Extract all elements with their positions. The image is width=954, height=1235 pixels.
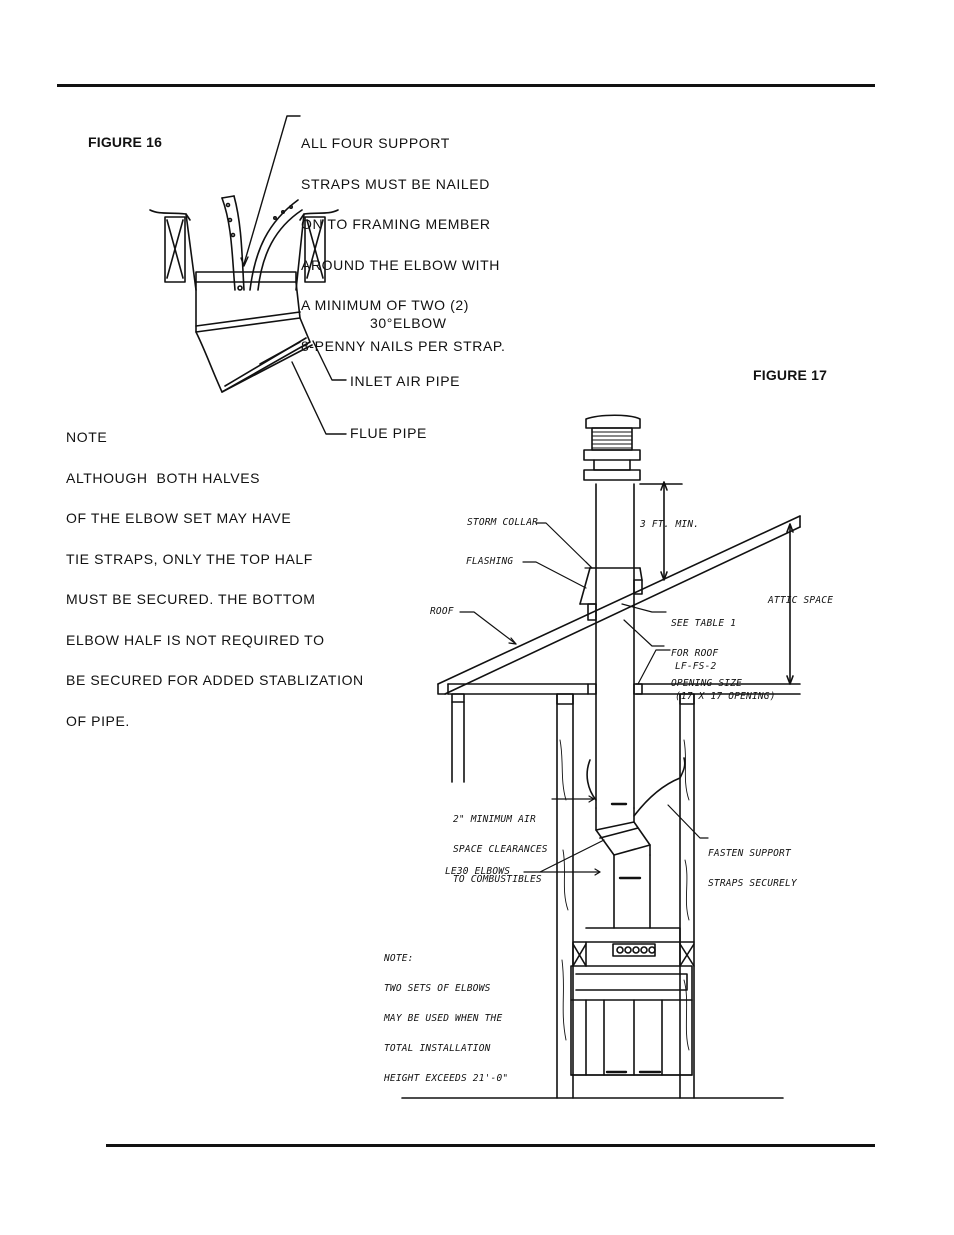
support-note-line: AROUND THE ELBOW WITH xyxy=(301,256,501,273)
three-ft-min-label: 3 FT. MIN. xyxy=(640,519,700,530)
fig17-note-line: HEIGHT EXCEEDS 21'-0" xyxy=(384,1073,509,1084)
see-table-line: SEE TABLE 1 xyxy=(671,618,737,629)
see-table-label: SEE TABLE 1 FOR ROOF OPENING SIZE xyxy=(671,599,742,699)
note-line: ALTHOUGH BOTH HALVES xyxy=(66,469,261,486)
storm-collar-label: STORM COLLAR xyxy=(467,517,539,528)
le30-elbows-label: LE30 ELBOWS xyxy=(445,866,511,877)
support-note-line: 8-PENNY NAILS PER STRAP. xyxy=(301,337,506,354)
see-table-line: FOR ROOF xyxy=(671,648,719,659)
note-line: BE SECURED FOR ADDED STABLIZATION xyxy=(66,672,364,688)
figure16-title: FIGURE 16 xyxy=(88,134,163,150)
elbow-label: 30°ELBOW xyxy=(370,315,447,331)
note-line: TIE STRAPS, ONLY THE TOP HALF xyxy=(66,550,313,567)
air-space-line: TO COMBUSTIBLES xyxy=(453,874,542,885)
air-space-label: 2" MINIMUM AIR SPACE CLEARANCES TO COMBU… xyxy=(453,795,548,895)
fig17-note-line: MAY BE USED WHEN THE xyxy=(384,1013,503,1024)
flashing-label: FLASHING xyxy=(466,556,514,567)
figure17-title: FIGURE 17 xyxy=(753,367,828,383)
fig17-note-line: TWO SETS OF ELBOWS xyxy=(384,983,491,994)
figure16-note: NOTE ALTHOUGH BOTH HALVES OF THE ELBOW S… xyxy=(66,404,364,742)
support-note-line: ON TO FRAMING MEMBER xyxy=(301,216,491,232)
support-note-line: STRAPS MUST BE NAILED xyxy=(301,175,490,192)
air-space-line: SPACE CLEARANCES xyxy=(453,844,548,855)
top-rule xyxy=(57,84,875,87)
lf-fs-2-label: LF-FS-2 (17 X 17 OPENING) xyxy=(675,642,776,712)
fasten-line: STRAPS SECURELY xyxy=(708,878,797,889)
note-line: OF THE ELBOW SET MAY HAVE xyxy=(66,510,292,526)
support-note-line: ALL FOUR SUPPORT xyxy=(301,135,450,151)
fasten-line: FASTEN SUPPORT xyxy=(708,848,791,859)
bottom-rule xyxy=(106,1144,875,1147)
lf-fs-line: (17 X 17 OPENING) xyxy=(675,691,776,702)
attic-space-label: ATTIC SPACE xyxy=(768,595,834,606)
flue-pipe-label: FLUE PIPE xyxy=(350,425,427,441)
lf-fs-line: LF-FS-2 xyxy=(675,661,717,672)
see-table-line: OPENING SIZE xyxy=(671,678,743,689)
note-line: NOTE xyxy=(66,429,108,445)
inlet-air-pipe-label: INLET AIR PIPE xyxy=(350,373,461,389)
note-line: MUST BE SECURED. THE BOTTOM xyxy=(66,591,316,607)
fig17-note-line: NOTE: xyxy=(384,953,414,964)
figure17-installation-drawing xyxy=(401,414,801,1099)
figure16-elbow-drawing xyxy=(149,115,347,435)
note-line: ELBOW HALF IS NOT REQUIRED TO xyxy=(66,631,325,648)
support-note-line: A MINIMUM OF TWO (2) xyxy=(301,297,470,313)
roof-label: ROOF xyxy=(430,606,454,617)
note-line: OF PIPE. xyxy=(66,712,130,729)
fig17-note-line: TOTAL INSTALLATION xyxy=(384,1043,491,1054)
support-strap-note: ALL FOUR SUPPORT STRAPS MUST BE NAILED O… xyxy=(301,110,506,367)
figure17-note: NOTE: TWO SETS OF ELBOWS MAY BE USED WHE… xyxy=(384,934,508,1094)
fasten-straps-label: FASTEN SUPPORT STRAPS SECURELY xyxy=(708,829,797,899)
air-space-line: 2" MINIMUM AIR xyxy=(453,814,536,825)
